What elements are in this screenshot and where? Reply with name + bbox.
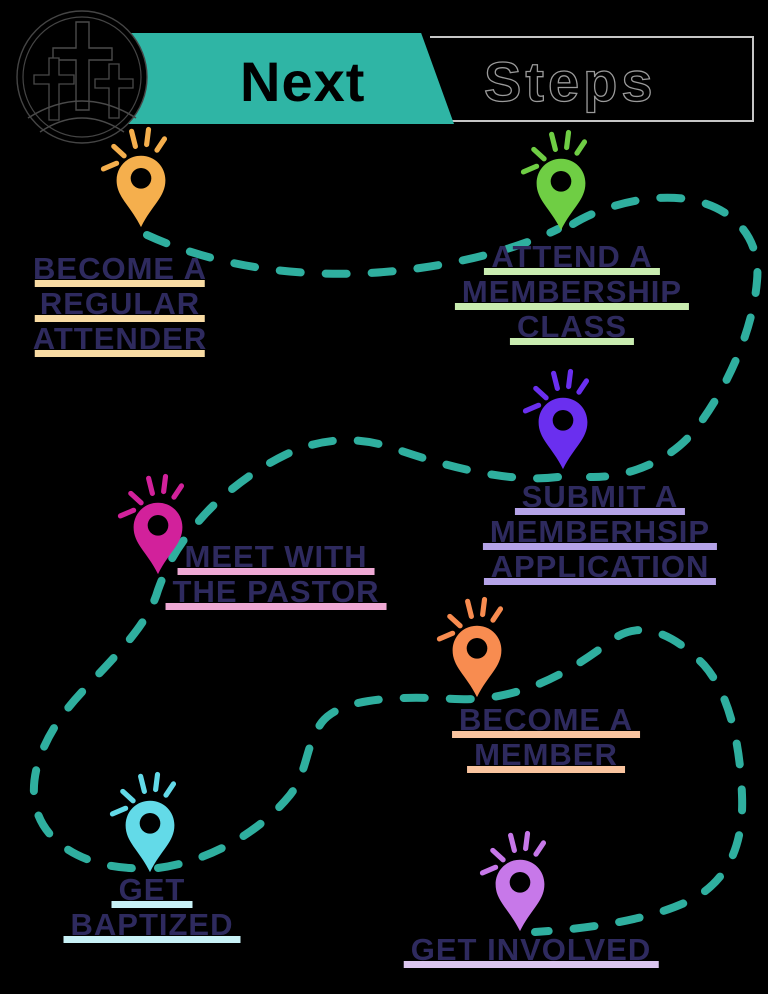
banner-next-box xyxy=(108,33,454,124)
step-line: APPLICATION xyxy=(483,549,717,585)
underline-bar xyxy=(452,731,640,738)
map-pin-icon-step1 xyxy=(100,126,168,228)
underline-bar xyxy=(482,543,718,550)
step-line: BAPTIZED xyxy=(63,907,241,943)
step-line: MEMBERSHIP xyxy=(454,274,690,310)
brand-steps-label: Steps xyxy=(483,49,657,113)
step-label-become-a-regular-attender: BECOME A REGULAR ATTENDER xyxy=(33,252,207,357)
underline-bar xyxy=(34,315,205,322)
step-line-text: MEMBERHSIP xyxy=(489,514,711,549)
underline-bar xyxy=(467,766,625,773)
map-pin-icon-step3 xyxy=(522,368,590,470)
step-label-become-a-member: BECOME A MEMBER xyxy=(452,702,640,773)
step-line-text: MEMBER xyxy=(474,737,618,772)
step-line-text: CLASS xyxy=(516,309,628,344)
step-line: ATTENDER xyxy=(32,321,208,357)
step-label-get-involved: GET INVOLVED xyxy=(403,932,659,968)
underline-bar xyxy=(177,568,375,575)
step-line: GET INVOLVED xyxy=(403,932,659,968)
step-line-text: MEMBERSHIP xyxy=(461,274,683,309)
step-line-text: MEET WITH xyxy=(184,539,368,574)
underline-bar xyxy=(483,578,717,585)
step-line-text: ATTEND A xyxy=(491,239,653,274)
step-line: REGULAR xyxy=(34,286,205,322)
step-line-text: THE PASTOR xyxy=(172,574,380,609)
underline-bar xyxy=(34,350,205,357)
step-label-meet-with-the-pastor: MEET WITH THE PASTOR xyxy=(165,539,387,610)
path-step6-to-step7 xyxy=(154,626,747,936)
step-line: BECOME A xyxy=(452,702,640,738)
step-line: CLASS xyxy=(509,309,635,345)
brand-next-label: Next xyxy=(240,50,366,113)
step-label-attend-a-membership-class: ATTEND A MEMBERSHIP CLASS xyxy=(454,239,690,345)
underline-bar xyxy=(509,338,635,345)
underline-bar xyxy=(454,303,690,310)
map-pin-icon-step4 xyxy=(117,473,185,575)
step-line-text: REGULAR xyxy=(39,286,201,321)
underline-bar xyxy=(34,280,205,287)
step-line-text: APPLICATION xyxy=(490,549,710,584)
step-line: SUBMIT A xyxy=(514,479,686,515)
banner-steps-box xyxy=(430,36,754,122)
underline-bar xyxy=(484,268,660,275)
path-step2-loop-to-step3 xyxy=(569,193,762,482)
step-label-submit-a-membership-application: SUBMIT A MEMBERHSIP APPLICATION xyxy=(482,479,718,585)
map-pin-icon-step6 xyxy=(109,771,177,873)
path-step1-to-step2 xyxy=(143,225,562,278)
underline-bar xyxy=(111,901,193,908)
step-line: THE PASTOR xyxy=(165,574,387,610)
step-line-text: GET xyxy=(118,872,186,907)
step-line: GET xyxy=(111,872,193,908)
step-line: MEET WITH xyxy=(177,539,375,575)
underline-bar xyxy=(165,603,387,610)
step-line: MEMBERHSIP xyxy=(482,514,718,550)
step-line-text: BECOME A xyxy=(459,702,633,737)
step-line-text: ATTENDER xyxy=(32,321,208,356)
step-line: MEMBER xyxy=(467,737,625,773)
three-crosses-church-logo-icon xyxy=(16,10,148,144)
underline-bar xyxy=(514,508,686,515)
map-pin-icon-step2 xyxy=(520,129,588,231)
step-line: ATTEND A xyxy=(484,239,660,275)
step-line-text: GET INVOLVED xyxy=(410,932,652,967)
step-line-text: BECOME A xyxy=(33,251,207,286)
step-label-get-baptized: GET BAPTIZED xyxy=(63,872,241,943)
step-line-text: BAPTIZED xyxy=(70,907,234,942)
underline-bar xyxy=(63,936,241,943)
underline-bar xyxy=(403,961,659,968)
map-pin-icon-step7 xyxy=(479,830,547,932)
map-pin-icon-step5 xyxy=(436,596,504,698)
path-step3-to-step6 xyxy=(29,436,562,873)
step-line: BECOME A xyxy=(33,251,207,287)
step-line-text: SUBMIT A xyxy=(521,479,679,514)
